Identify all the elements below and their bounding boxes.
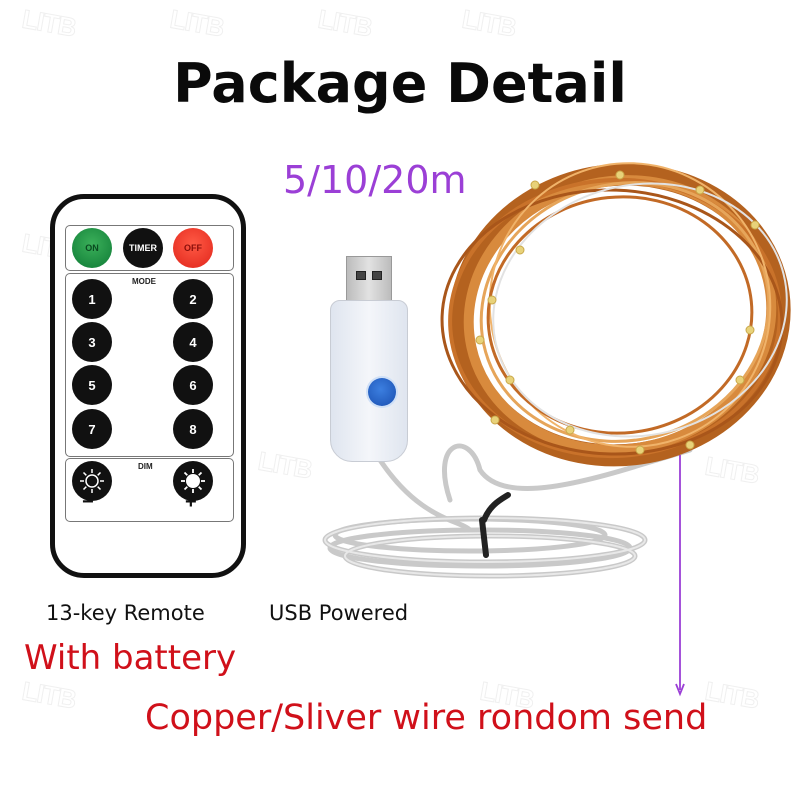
usb-plug [346, 256, 392, 304]
mode-label: MODE [132, 277, 156, 286]
dim-panel [65, 458, 234, 522]
mode-panel [65, 273, 234, 457]
usb-slot [372, 271, 382, 280]
brightness-up-icon [181, 469, 205, 493]
on-button[interactable]: ON [72, 228, 112, 268]
dim-down-button[interactable] [72, 461, 112, 501]
remote-caption: 13-key Remote [46, 601, 205, 625]
length-options: 5/10/20m [283, 158, 467, 202]
usb-caption: USB Powered [269, 601, 409, 625]
dim-minus-sign: − [82, 491, 94, 513]
dim-label: DIM [138, 462, 153, 471]
usb-controller [330, 300, 408, 462]
arrow-head-icon [675, 683, 685, 697]
dim-up-button[interactable] [173, 461, 213, 501]
usb-controller-button[interactable] [368, 378, 396, 406]
battery-caption: With battery [24, 638, 237, 678]
usb-slot [356, 271, 366, 280]
timer-button[interactable]: TIMER [123, 228, 163, 268]
page-title: Package Detail [173, 52, 627, 115]
mode-button-5[interactable]: 5 [72, 365, 112, 405]
mode-button-1[interactable]: 1 [72, 279, 112, 319]
off-button[interactable]: OFF [173, 228, 213, 268]
mode-button-7[interactable]: 7 [72, 409, 112, 449]
mode-button-6[interactable]: 6 [173, 365, 213, 405]
wire-caption: Copper/Sliver wire rondom send [145, 698, 708, 738]
brightness-down-icon [80, 469, 104, 493]
power-panel [65, 225, 234, 271]
mode-button-3[interactable]: 3 [72, 322, 112, 362]
cable-tie [479, 492, 511, 558]
led-beads [475, 170, 760, 455]
remote-control: ON TIMER OFF MODE 1 2 3 4 5 6 7 8 DIM [50, 194, 246, 578]
mode-button-4[interactable]: 4 [173, 322, 213, 362]
mode-button-8[interactable]: 8 [173, 409, 213, 449]
mode-button-2[interactable]: 2 [173, 279, 213, 319]
dim-plus-sign: + [185, 491, 197, 513]
